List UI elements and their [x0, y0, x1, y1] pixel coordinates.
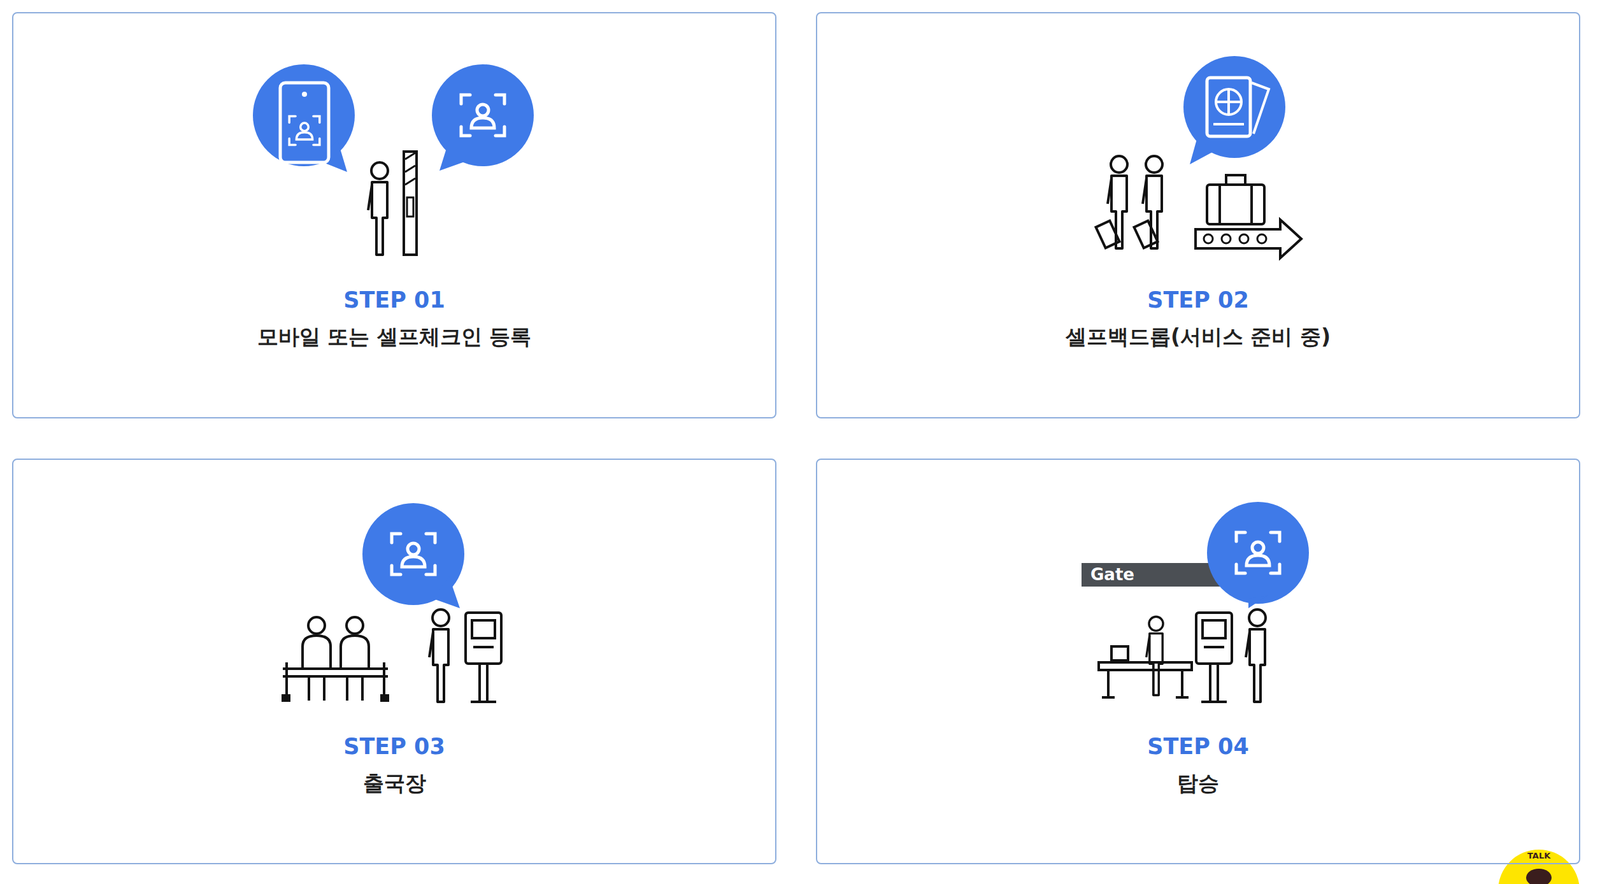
step-description: 탑승 — [817, 769, 1579, 799]
step-description: 모바일 또는 셀프체크인 등록 — [13, 322, 776, 352]
step-number: STEP 04 — [817, 733, 1579, 760]
step-card: STEP 01 모바일 또는 셀프체크인 등록 — [12, 12, 777, 419]
talk-button — [1498, 849, 1580, 884]
step3-illustration — [281, 503, 502, 702]
step-description: 출국장 — [13, 769, 776, 799]
step-number: STEP 03 — [13, 733, 776, 760]
gate-label: Gate — [1090, 564, 1135, 585]
step2-illustration — [1096, 56, 1302, 258]
step1-illustration — [252, 64, 534, 255]
step-card: STEP 03 출국장 — [12, 458, 777, 865]
step-card: STEP 04 탑승 — [815, 458, 1581, 865]
step4-illustration — [1081, 501, 1309, 702]
step-card: STEP 02 셀프백드롭(서비스 준비 중) — [815, 12, 1581, 419]
step-number: STEP 01 — [13, 287, 776, 313]
step-number: STEP 02 — [817, 287, 1579, 313]
talk-label: TALK — [1527, 850, 1551, 861]
step-description: 셀프백드롭(서비스 준비 중) — [817, 322, 1579, 352]
